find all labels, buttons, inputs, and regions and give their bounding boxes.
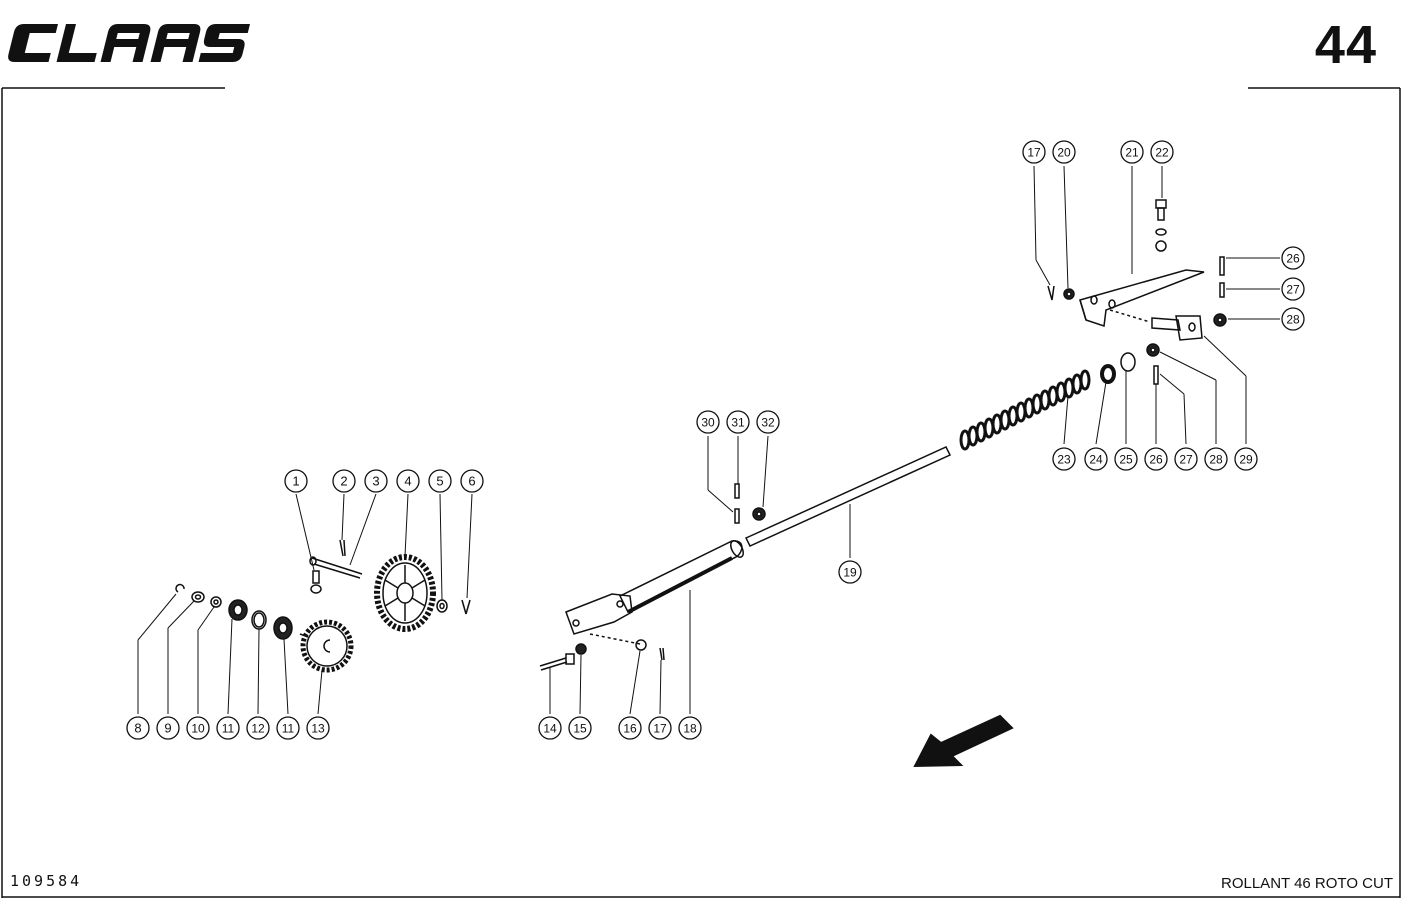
- callout-11: 11: [216, 716, 240, 740]
- callout-29: 29: [1234, 447, 1258, 471]
- callout-15: 15: [568, 716, 592, 740]
- callout-3: 3: [364, 469, 388, 493]
- callout-28: 28: [1281, 307, 1305, 331]
- callout-5: 5: [428, 469, 452, 493]
- callout-label: 9: [164, 721, 171, 736]
- callout-11: 11: [276, 716, 300, 740]
- callout-label: 27: [1286, 283, 1300, 297]
- callout-label: 29: [1239, 453, 1253, 467]
- callout-label: 21: [1125, 146, 1139, 160]
- callout-16: 16: [618, 716, 642, 740]
- callout-label: 30: [701, 416, 715, 430]
- callout-label: 11: [222, 722, 235, 736]
- callout-14: 14: [538, 716, 562, 740]
- callout-label: 27: [1179, 453, 1193, 467]
- document-number: 109584: [10, 872, 83, 890]
- callout-32: 32: [756, 410, 780, 434]
- callout-21: 21: [1120, 140, 1144, 164]
- claas-logo: [8, 24, 250, 62]
- spring-assembly: [959, 199, 1227, 451]
- direction-arrow: [913, 714, 1014, 768]
- callout-label: 4: [404, 474, 411, 489]
- page-frame: [1, 87, 1401, 898]
- callout-label: 5: [436, 474, 443, 489]
- tube-assembly: [539, 446, 952, 671]
- callout-label: 25: [1119, 453, 1133, 467]
- page-number: 44: [1314, 15, 1377, 75]
- callout-10: 10: [186, 716, 210, 740]
- callout-label: 28: [1209, 453, 1223, 467]
- callout-label: 12: [251, 722, 265, 736]
- sprocket-assembly-left: [175, 539, 471, 673]
- callout-2: 2: [332, 469, 356, 493]
- callout-4: 4: [396, 469, 420, 493]
- callout-24: 24: [1084, 447, 1108, 471]
- callout-label: 26: [1149, 453, 1163, 467]
- callout-label: 11: [282, 722, 295, 736]
- model-name: ROLLANT 46 ROTO CUT: [1221, 875, 1393, 892]
- callout-label: 23: [1057, 453, 1071, 467]
- callout-25: 25: [1114, 447, 1138, 471]
- callout-label: 17: [653, 722, 667, 736]
- callout-23: 23: [1052, 447, 1076, 471]
- callout-label: 2: [340, 474, 347, 489]
- callout-label: 10: [191, 722, 205, 736]
- callout-31: 31: [726, 410, 750, 434]
- callout-label: 17: [1027, 146, 1041, 160]
- callout-6: 6: [460, 469, 484, 493]
- callout-label: 22: [1155, 146, 1169, 160]
- callout-label: 14: [543, 722, 557, 736]
- callout-1: 1: [284, 469, 308, 493]
- callout-22: 22: [1150, 140, 1174, 164]
- callout-label: 18: [683, 722, 697, 736]
- callout-30: 30: [696, 410, 720, 434]
- callout-label: 20: [1057, 146, 1071, 160]
- callout-label: 13: [311, 722, 325, 736]
- callout-19: 19: [838, 560, 862, 584]
- callout-27: 27: [1281, 277, 1305, 301]
- callout-label: 31: [731, 416, 745, 430]
- callout-label: 3: [372, 474, 379, 489]
- callout-13: 13: [306, 716, 330, 740]
- callout-label: 32: [761, 416, 775, 430]
- callout-label: 19: [843, 566, 857, 580]
- callout-12: 12: [246, 716, 270, 740]
- callout-26: 26: [1144, 447, 1168, 471]
- callout-9: 9: [156, 716, 180, 740]
- callout-8: 8: [126, 716, 150, 740]
- callout-label: 26: [1286, 252, 1300, 266]
- callout-27: 27: [1174, 447, 1198, 471]
- leader-lines: [137, 165, 1280, 715]
- callout-26: 26: [1281, 246, 1305, 270]
- callout-17: 17: [648, 716, 672, 740]
- callout-label: 24: [1089, 453, 1103, 467]
- callout-label: 8: [134, 721, 141, 736]
- callout-label: 15: [573, 722, 587, 736]
- callout-17: 17: [1022, 140, 1046, 164]
- callout-label: 16: [623, 722, 637, 736]
- callout-18: 18: [678, 716, 702, 740]
- callout-label: 1: [292, 474, 299, 489]
- callout-28: 28: [1204, 447, 1228, 471]
- callout-20: 20: [1052, 140, 1076, 164]
- callout-label: 28: [1286, 313, 1300, 327]
- callout-label: 6: [468, 474, 475, 489]
